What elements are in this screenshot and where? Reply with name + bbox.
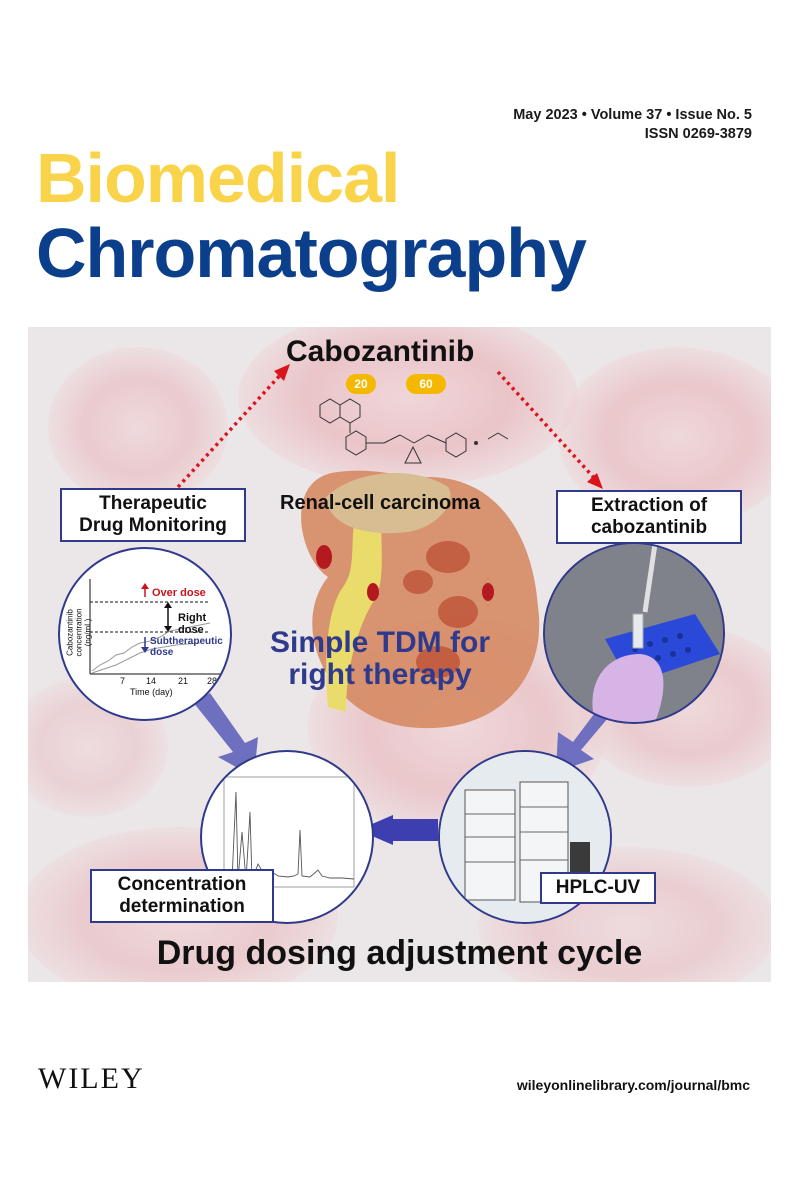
center-line1: Simple TDM for: [269, 626, 490, 659]
tdm-ylabel-line1: Cabozantinib: [65, 609, 75, 656]
concentration-label: Concentration determination: [90, 869, 274, 923]
extraction-label-line1: Extraction of: [590, 495, 708, 516]
tdm-label-line1: Therapeutic: [99, 493, 207, 514]
extraction-photo: [545, 544, 723, 722]
extraction-label: Extraction of cabozantinib: [556, 490, 742, 544]
tdm-plot-circle: Over dose Right dose Subtherapeutic dose…: [58, 547, 232, 721]
journal-url[interactable]: wileyonlinelibrary.com/journal/bmc: [516, 1077, 750, 1093]
issn: ISSN 0269-3879: [644, 126, 752, 142]
tdm-label: Therapeutic Drug Monitoring: [60, 488, 246, 542]
tdm-label-line2: Drug Monitoring: [79, 515, 227, 536]
publisher-logo: WILEY: [38, 1062, 145, 1095]
tdm-tick-21: 21: [178, 676, 189, 686]
concentration-label-line2: determination: [119, 896, 245, 917]
tdm-ylabel-line2: concentration (ng/mL): [74, 608, 93, 657]
extraction-label-line2: cabozantinib: [590, 517, 708, 538]
tdm-xlabel: Time (day): [130, 687, 173, 697]
cycle-caption: Drug dosing adjustment cycle: [156, 934, 643, 972]
tdm-ylabel: Cabozantinib concentration (ng/mL): [66, 598, 93, 668]
sub-dose-label: Subtherapeutic dose: [150, 636, 223, 658]
right-dose-label: Right dose: [178, 612, 207, 636]
tdm-tick-14: 14: [146, 676, 157, 686]
hplc-photo-circle: [438, 750, 612, 924]
tdm-tick-7: 7: [120, 676, 126, 686]
cover-artwork: Cabozantinib 20 60 Renal-cell carcinoma …: [28, 327, 771, 982]
journal-title-line1: Biomedical: [36, 139, 400, 217]
tdm-tick-28: 28: [207, 676, 218, 686]
chromatogram: [223, 776, 355, 888]
concentration-label-line1: Concentration: [117, 874, 247, 895]
badge-60: 60: [406, 374, 446, 394]
extraction-photo-circle: [543, 542, 725, 724]
tdm-plot: [89, 579, 222, 675]
hplc-photo: [440, 752, 610, 922]
hplc-label: HPLC-UV: [540, 872, 656, 904]
center-message: Simple TDM for right therapy: [250, 627, 510, 691]
over-dose-label: Over dose: [152, 587, 206, 599]
disease-label: Renal-cell carcinoma: [280, 492, 481, 514]
center-line2: right therapy: [288, 658, 472, 691]
badge-20: 20: [346, 374, 376, 394]
compound-name: Cabozantinib: [286, 335, 475, 368]
issue-date-volume: May 2023 • Volume 37 • Issue No. 5: [513, 107, 752, 123]
journal-title-line2: Chromatography: [36, 214, 587, 292]
issue-info: May 2023 • Volume 37 • Issue No. 5 ISSN …: [513, 106, 752, 144]
